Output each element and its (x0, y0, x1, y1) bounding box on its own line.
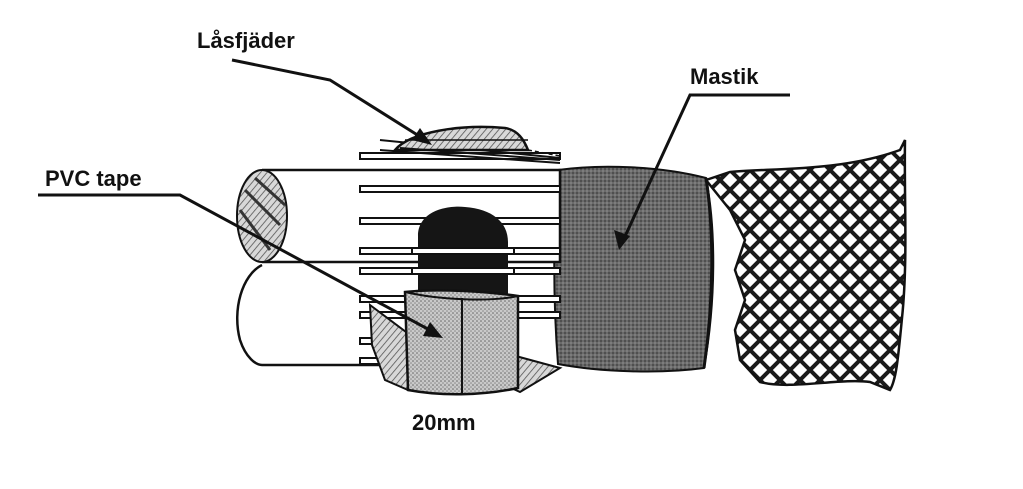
arrowhead-pvc-tape (423, 322, 443, 338)
pvc-tape-wrap (403, 289, 520, 396)
cable-sheath-mesh (703, 139, 907, 392)
leader-lines (38, 58, 790, 336)
leader-lock-spring (231, 58, 428, 143)
earth-conductor (411, 206, 515, 300)
leader-mastic (620, 93, 790, 244)
pvc-tape-label: PVC tape (45, 166, 142, 191)
leader-pvc-tape (38, 193, 438, 336)
mastic-band (553, 165, 715, 373)
arrowhead-lock-spring (412, 128, 432, 145)
mastic-label: Mastik (690, 64, 759, 89)
width-dimension-label: 20mm (412, 410, 476, 435)
arrowheads (412, 128, 630, 338)
lock-spring-label: Låsfjäder (197, 28, 295, 53)
arrowhead-mastic (614, 230, 630, 250)
